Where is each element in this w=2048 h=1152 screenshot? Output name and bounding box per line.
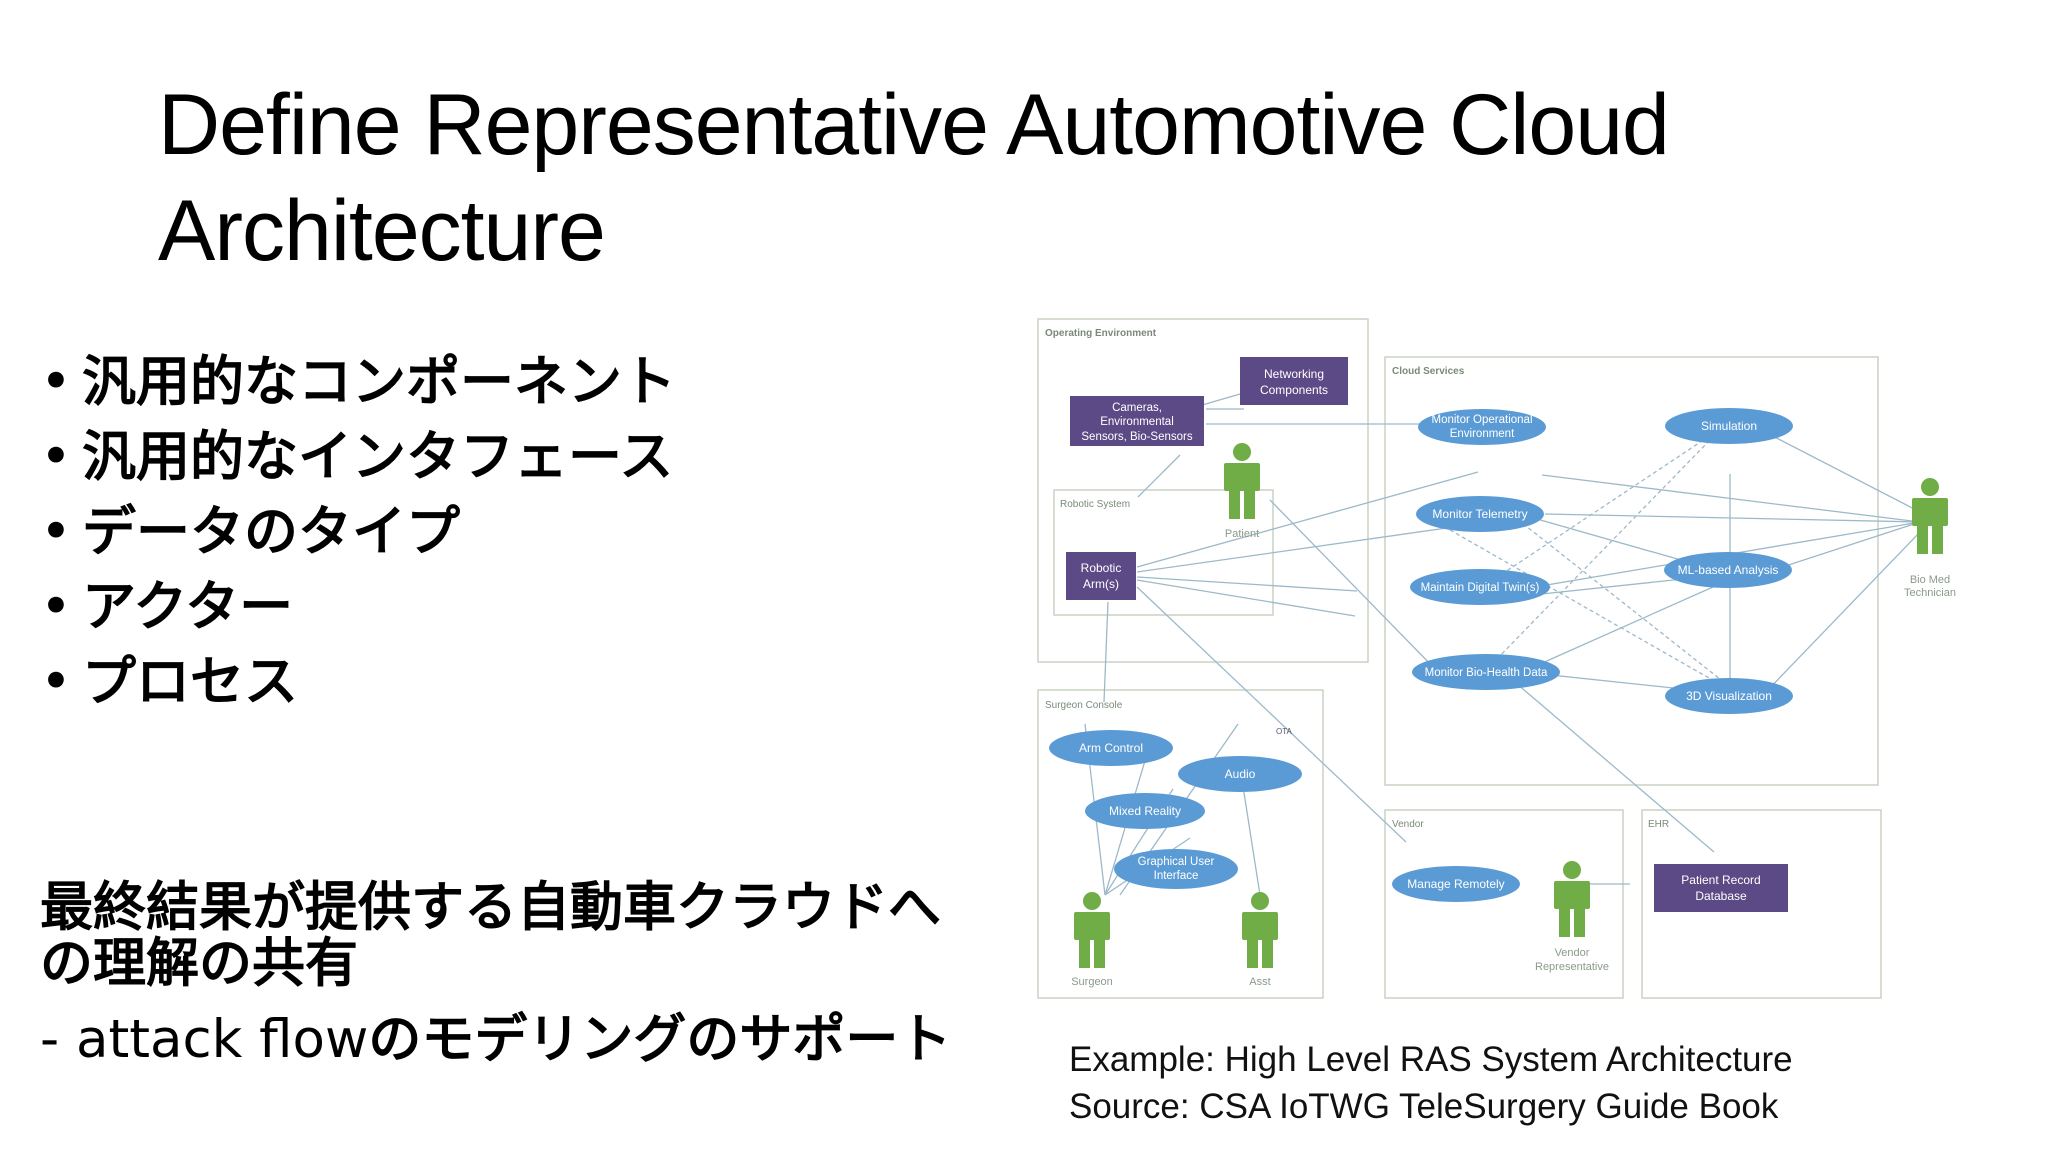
usecase-simulation: Simulation <box>1665 408 1793 444</box>
svg-text:Sensors, Bio-Sensors: Sensors, Bio-Sensors <box>1081 431 1192 443</box>
svg-text:Interface: Interface <box>1154 870 1199 882</box>
svg-text:Technician: Technician <box>1904 587 1956 599</box>
svg-text:Environmental: Environmental <box>1100 416 1174 428</box>
svg-text:Robotic: Robotic <box>1081 561 1122 575</box>
group-frame-ehr <box>1641 809 1882 999</box>
person-icon <box>1224 443 1260 519</box>
caption-line-2: Source: CSA IoTWG TeleSurgery Guide Book <box>1069 1087 1779 1126</box>
person-icon <box>1912 478 1948 554</box>
bullet-marker: • <box>40 575 72 638</box>
architecture-diagram: Operating Environment Robotic System Clo… <box>1030 312 2048 1012</box>
svg-text:Monitor Telemetry: Monitor Telemetry <box>1432 507 1527 521</box>
svg-text:Cameras,: Cameras, <box>1112 402 1162 414</box>
box-cameras-sensors: Cameras, Environmental Sensors, Bio-Sens… <box>1070 396 1204 446</box>
caption-line-1: Example: High Level RAS System Architect… <box>1069 1040 1793 1079</box>
group-frame-surgeon <box>1037 689 1324 999</box>
group-label-operating: Operating Environment <box>1045 328 1157 339</box>
usecase-graphical-user-interface: Graphical User Interface <box>1114 849 1238 889</box>
svg-text:Representative: Representative <box>1535 961 1609 973</box>
usecase-audio: Audio <box>1178 756 1302 792</box>
bullet-text: データのタイプ <box>82 500 460 563</box>
summary-line-2-prefix: - attack flow <box>40 1009 369 1070</box>
actor-patient: Patient <box>1224 443 1260 540</box>
bullet-marker: • <box>40 350 72 413</box>
group-label-ehr: EHR <box>1648 819 1669 830</box>
usecase-monitor-bio-health-data: Monitor Bio-Health Data <box>1412 654 1560 690</box>
bullet-marker: • <box>40 425 72 488</box>
svg-text:Graphical User: Graphical User <box>1138 856 1215 868</box>
svg-text:Patient Record: Patient Record <box>1681 873 1760 887</box>
group-frame-vendor <box>1384 809 1624 999</box>
box-networking: Networking Components <box>1240 357 1348 405</box>
box-robotic-arm: Robotic Arm(s) <box>1066 552 1136 600</box>
svg-text:Asst: Asst <box>1249 976 1270 988</box>
group-frame-operating <box>1037 318 1369 663</box>
connector-lines <box>1084 393 1921 896</box>
svg-text:3D Visualization: 3D Visualization <box>1686 689 1772 703</box>
svg-text:Patient: Patient <box>1225 528 1259 540</box>
svg-text:Environment: Environment <box>1450 428 1515 440</box>
svg-text:Components: Components <box>1260 383 1328 397</box>
summary-line-2: - attack flowのモデリングのサポート <box>40 1012 990 1068</box>
actor-bio-med-technician: Bio Med Technician <box>1904 478 1956 599</box>
svg-text:Vendor: Vendor <box>1555 947 1590 959</box>
actor-asst: Asst <box>1242 892 1278 988</box>
bullet-item: •プロセス <box>40 644 676 719</box>
dashed-connector-lines <box>1449 436 1731 691</box>
summary-block: 最終結果が提供する自動車クラウドへの理解の共有 - attack flowのモデ… <box>40 880 990 1088</box>
bullet-text: プロセス <box>82 650 298 713</box>
bullet-list: •汎用的なコンポーネント •汎用的なインタフェース •データのタイプ •アクター… <box>40 344 676 719</box>
usecase-ml-based-analysis: ML-based Analysis <box>1664 552 1792 588</box>
usecase-maintain-digital-twins: Maintain Digital Twin(s) <box>1410 569 1550 605</box>
bullet-item: •データのタイプ <box>40 494 676 569</box>
svg-text:Surgeon: Surgeon <box>1071 976 1113 988</box>
svg-text:ML-based Analysis: ML-based Analysis <box>1678 563 1779 577</box>
usecase-mixed-reality: Mixed Reality <box>1085 793 1205 829</box>
bullet-item: •汎用的なインタフェース <box>40 419 676 494</box>
bullet-marker: • <box>40 650 72 713</box>
group-label-surgeon: Surgeon Console <box>1045 700 1123 711</box>
box-patient-record-database: Patient Record Database <box>1654 864 1788 912</box>
svg-text:Audio: Audio <box>1225 767 1256 781</box>
usecase-monitor-telemetry: Monitor Telemetry <box>1416 496 1544 532</box>
group-label-robotic: Robotic System <box>1060 499 1130 510</box>
bullet-text: 汎用的なコンポーネント <box>82 350 676 413</box>
svg-text:Manage Remotely: Manage Remotely <box>1407 877 1504 891</box>
bullet-text: 汎用的なインタフェース <box>82 425 674 488</box>
slide-title: Define Representative Automotive Cloud A… <box>158 77 1670 279</box>
svg-text:Mixed Reality: Mixed Reality <box>1109 804 1181 818</box>
group-label-cloud: Cloud Services <box>1392 366 1465 377</box>
svg-text:Monitor Operational: Monitor Operational <box>1432 414 1533 426</box>
person-icon <box>1242 892 1278 968</box>
actor-vendor-representative: Vendor Representative <box>1535 861 1609 973</box>
svg-text:Arm Control: Arm Control <box>1079 741 1143 755</box>
diagram-svg: Operating Environment Robotic System Clo… <box>1037 318 1956 999</box>
svg-text:Networking: Networking <box>1264 367 1324 381</box>
svg-text:Monitor Bio-Health Data: Monitor Bio-Health Data <box>1425 667 1548 679</box>
actor-surgeon: Surgeon <box>1071 892 1113 988</box>
diagram-caption: Example: High Level RAS System Architect… <box>1069 1036 1793 1130</box>
usecase-manage-remotely: Manage Remotely <box>1392 866 1520 902</box>
bullet-item: •アクター <box>40 569 676 644</box>
svg-text:Database: Database <box>1695 889 1747 903</box>
ota-line-label: OTA <box>1276 727 1293 736</box>
bullet-item: •汎用的なコンポーネント <box>40 344 676 419</box>
group-frame-cloud <box>1384 356 1879 786</box>
svg-text:Arm(s): Arm(s) <box>1083 577 1119 591</box>
usecase-monitor-operational-environment: Monitor Operational Environment <box>1418 409 1546 445</box>
usecase-3d-visualization: 3D Visualization <box>1665 678 1793 714</box>
summary-line-1: 最終結果が提供する自動車クラウドへの理解の共有 <box>40 877 941 994</box>
bullet-text: アクター <box>82 575 294 638</box>
svg-text:Simulation: Simulation <box>1701 419 1757 433</box>
group-label-vendor: Vendor <box>1392 819 1424 830</box>
person-icon <box>1554 861 1590 937</box>
bullet-marker: • <box>40 500 72 563</box>
person-icon <box>1074 892 1110 968</box>
usecase-arm-control: Arm Control <box>1049 730 1173 766</box>
svg-text:Maintain Digital Twin(s): Maintain Digital Twin(s) <box>1421 582 1540 594</box>
summary-line-2-suffix: のモデリングのサポート <box>368 1009 952 1070</box>
svg-text:Bio Med: Bio Med <box>1910 574 1950 586</box>
